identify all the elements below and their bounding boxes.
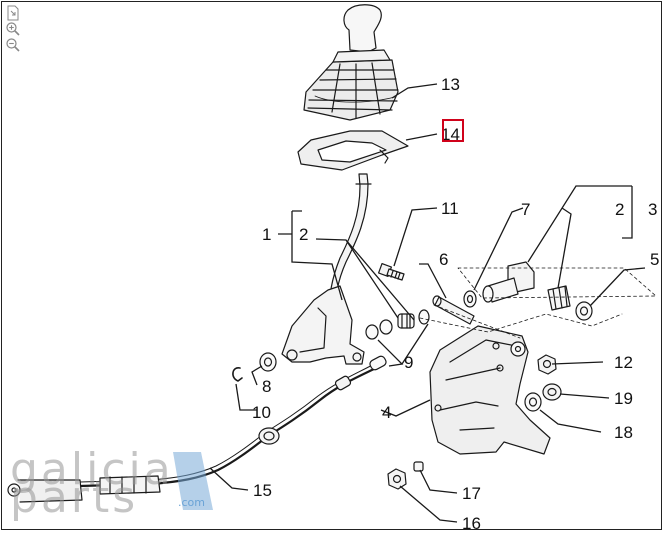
pin-part[interactable] xyxy=(432,295,475,325)
callout-2a[interactable]: 2 xyxy=(299,225,308,244)
callout-7[interactable]: 7 xyxy=(521,200,530,219)
callout-labels: 13 14 11 1 2 6 7 2 3 5 12 19 18 4 9 8 10… xyxy=(252,75,659,533)
boot-retaining-plate-part[interactable] xyxy=(297,130,409,171)
callout-13[interactable]: 13 xyxy=(441,75,460,94)
zoom-toolbar xyxy=(5,5,23,53)
nut-and-pin-part[interactable] xyxy=(387,461,424,490)
zoom-out-icon[interactable] xyxy=(5,37,21,53)
gear-boot-part[interactable] xyxy=(303,4,399,121)
callout-15[interactable]: 15 xyxy=(253,481,272,500)
bolt-part[interactable] xyxy=(377,262,405,281)
callout-1[interactable]: 1 xyxy=(262,225,271,244)
callout-9[interactable]: 9 xyxy=(404,353,413,372)
callout-19[interactable]: 19 xyxy=(614,389,633,408)
lever-mount-bracket-part[interactable] xyxy=(281,285,365,365)
assembly-guide-lines xyxy=(419,267,657,339)
callout-17[interactable]: 17 xyxy=(462,484,481,503)
callout-12[interactable]: 12 xyxy=(614,353,633,372)
callout-3[interactable]: 3 xyxy=(648,200,657,219)
callout-10[interactable]: 10 xyxy=(252,403,271,422)
shift-cable-part[interactable] xyxy=(7,355,387,503)
callout-6[interactable]: 6 xyxy=(439,250,448,269)
callout-4[interactable]: 4 xyxy=(382,403,391,422)
highlighted-callout-box xyxy=(442,119,464,142)
bushing-set-part[interactable] xyxy=(365,309,430,340)
callout-5[interactable]: 5 xyxy=(650,250,659,269)
fit-page-icon[interactable] xyxy=(5,5,21,21)
callout-8[interactable]: 8 xyxy=(262,377,271,396)
zoom-in-icon[interactable] xyxy=(5,21,21,37)
callout-14[interactable]: 14 xyxy=(441,125,460,144)
washer-set-part[interactable] xyxy=(463,290,593,412)
callout-leader-lines xyxy=(209,83,646,523)
callout-11[interactable]: 11 xyxy=(441,199,459,218)
callout-18[interactable]: 18 xyxy=(614,423,633,442)
clip-set-part[interactable] xyxy=(232,352,277,382)
callout-2b[interactable]: 2 xyxy=(615,200,624,219)
selector-shaft-part[interactable] xyxy=(482,261,571,311)
callout-16[interactable]: 16 xyxy=(462,514,481,533)
gearshift-housing-part[interactable] xyxy=(429,325,551,455)
